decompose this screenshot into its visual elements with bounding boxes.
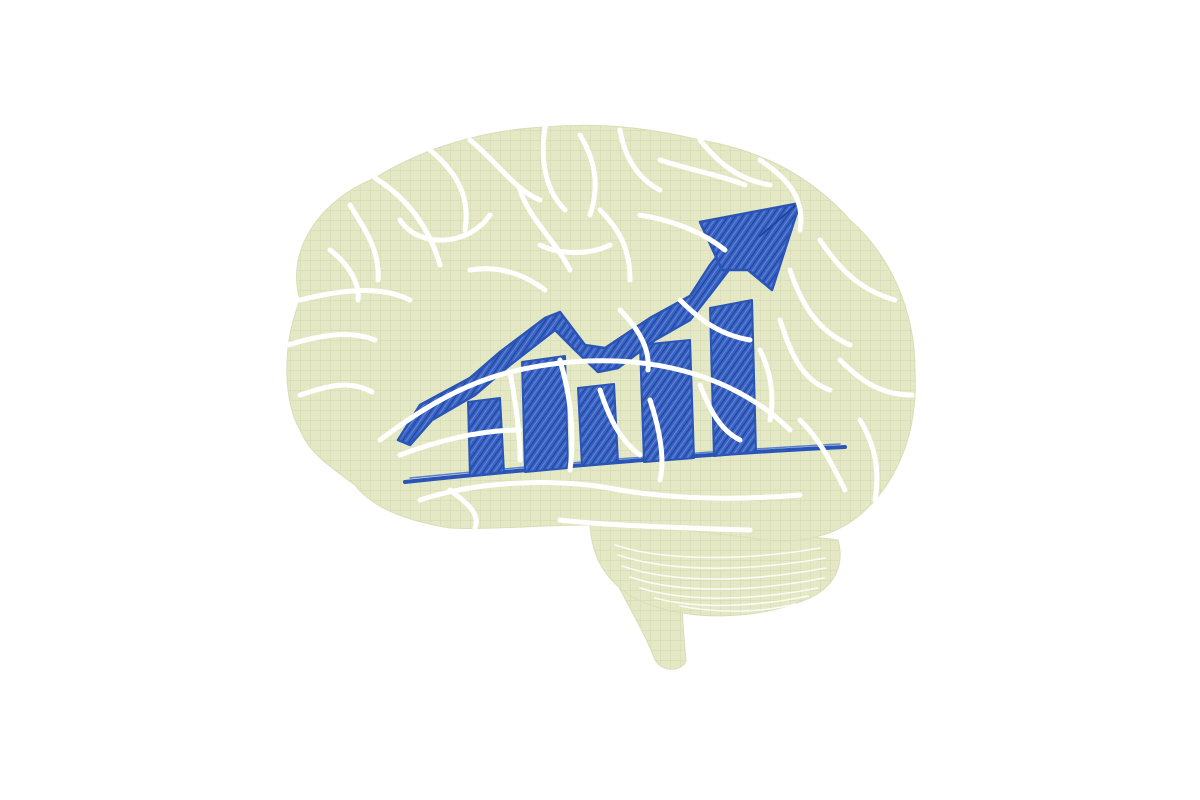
chart-bar xyxy=(577,383,619,467)
chart-bar xyxy=(467,397,505,477)
cerebrum xyxy=(286,124,916,542)
arrow-head xyxy=(698,201,802,292)
chart-bar xyxy=(709,299,757,457)
cerebellum-folds xyxy=(614,544,827,612)
brain-sulci xyxy=(285,124,915,533)
growth-chart xyxy=(396,201,847,484)
